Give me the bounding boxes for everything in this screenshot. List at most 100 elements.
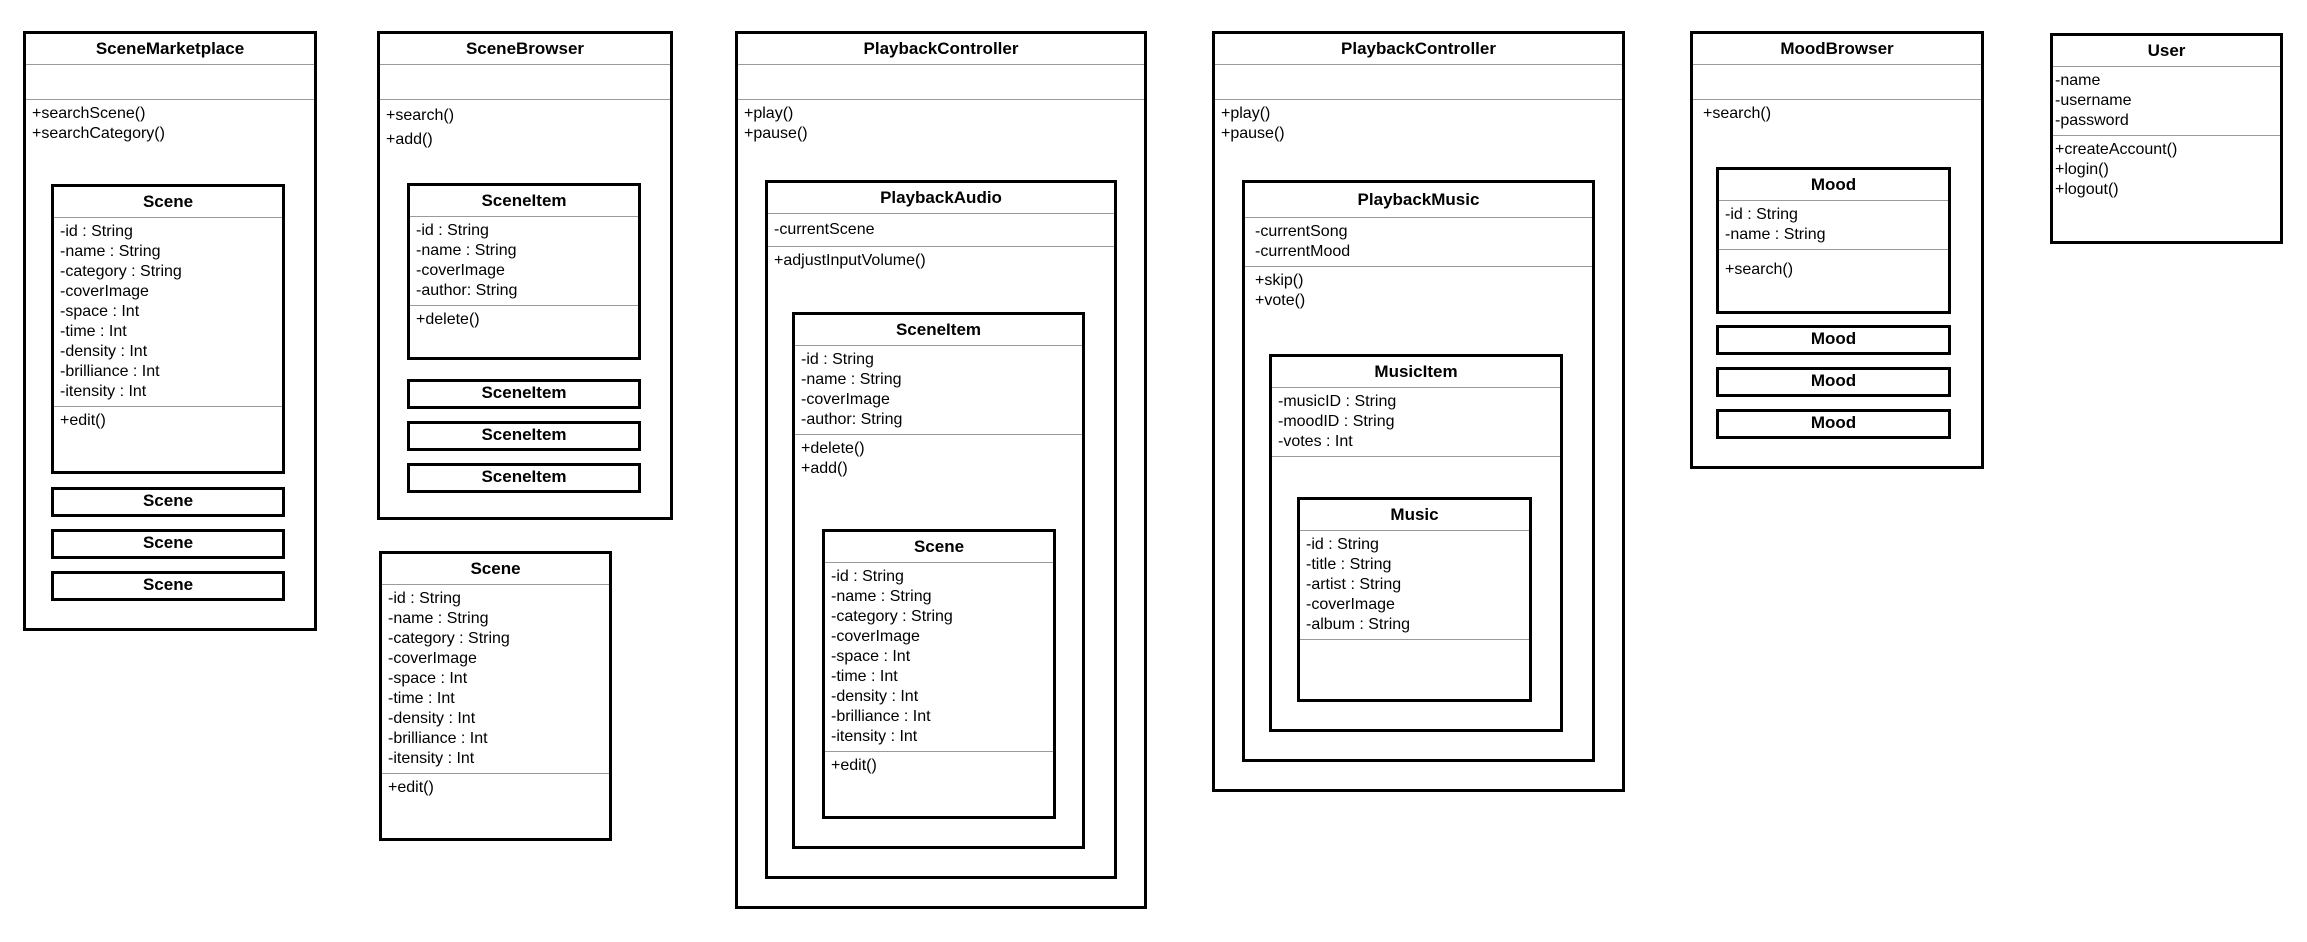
attribute: -itensity : Int xyxy=(60,383,147,400)
attribute: -time : Int xyxy=(831,668,898,685)
attribute: -author: String xyxy=(801,411,903,428)
attribute: -id : String xyxy=(1725,206,1798,223)
class-title: MusicItem xyxy=(1272,357,1560,388)
class-music: Music -id : String -title : String -arti… xyxy=(1297,497,1532,702)
attributes-section: -id : String -name : String xyxy=(1719,201,1948,249)
methods-section: +play() +pause() xyxy=(1215,99,1622,148)
class-scene-item: SceneItem -id : String -name : String -c… xyxy=(407,183,641,360)
attribute: -moodID : String xyxy=(1278,413,1395,430)
methods-section: +searchScene() +searchCategory() xyxy=(26,99,314,148)
methods-section xyxy=(1272,456,1560,457)
attribute: -musicID : String xyxy=(1278,393,1397,410)
attributes-section xyxy=(26,65,314,99)
attributes-section: -musicID : String -moodID : String -vote… xyxy=(1272,388,1560,456)
attribute: -category : String xyxy=(388,630,510,647)
attributes-section xyxy=(380,65,670,99)
attributes-section: -name -username -password xyxy=(2053,67,2280,135)
class-scene: Scene -id : String -name : String -categ… xyxy=(822,529,1056,819)
method: +search() xyxy=(1703,105,1772,122)
class-scene: Scene -id : String -name : String -categ… xyxy=(379,551,612,841)
attribute: -currentScene xyxy=(774,221,875,238)
class-title: SceneBrowser xyxy=(380,34,670,65)
class-mood: Mood -id : String -name : String +search… xyxy=(1716,167,1951,314)
method: +delete() xyxy=(416,311,480,328)
methods-section: +edit() xyxy=(54,406,282,435)
attributes-section: -id : String -name : String -category : … xyxy=(382,585,609,773)
methods-section: +search() xyxy=(1719,249,1948,284)
attribute: -itensity : Int xyxy=(831,728,918,745)
attribute: -category : String xyxy=(831,608,953,625)
class-title: PlaybackController xyxy=(1215,34,1622,65)
attribute: -coverImage xyxy=(416,262,505,279)
class-title: SceneItem xyxy=(795,315,1082,346)
class-stub-scene-item: SceneItem xyxy=(407,379,641,409)
class-title: SceneMarketplace xyxy=(26,34,314,65)
attribute: -password xyxy=(2055,112,2129,129)
attribute: -space : Int xyxy=(60,303,140,320)
method: +login() xyxy=(2055,161,2109,178)
attributes-section: -id : String -title : String -artist : S… xyxy=(1300,531,1529,639)
method: +vote() xyxy=(1255,292,1306,309)
class-stub-scene: Scene xyxy=(51,487,285,517)
attributes-section: -id : String -name : String -coverImage … xyxy=(410,217,638,305)
attribute: -album : String xyxy=(1306,616,1411,633)
method: +pause() xyxy=(744,125,808,142)
attribute: -coverImage xyxy=(1306,596,1395,613)
attribute: -coverImage xyxy=(801,391,890,408)
methods-section: +search() xyxy=(1693,99,1981,128)
attribute: -votes : Int xyxy=(1278,433,1353,450)
class-title: PlaybackAudio xyxy=(768,183,1114,214)
attribute: -username xyxy=(2055,92,2132,109)
methods-section: +search() +add() xyxy=(380,99,670,156)
method: +adjustInputVolume() xyxy=(774,252,926,269)
attribute: -name : String xyxy=(388,610,489,627)
method: +edit() xyxy=(388,779,434,796)
class-stub-scene-item: SceneItem xyxy=(407,463,641,493)
class-title: MoodBrowser xyxy=(1693,34,1981,65)
attribute: -brilliance : Int xyxy=(60,363,160,380)
attribute: -artist : String xyxy=(1306,576,1402,593)
class-title: Scene xyxy=(54,187,282,218)
attribute: -time : Int xyxy=(60,323,127,340)
method: +skip() xyxy=(1255,272,1304,289)
class-stub-scene-item: SceneItem xyxy=(407,421,641,451)
methods-section: +delete() +add() xyxy=(795,434,1082,483)
attribute: -density : Int xyxy=(388,710,476,727)
class-stub-scene: Scene xyxy=(51,529,285,559)
method: +searchCategory() xyxy=(32,125,165,142)
method: +searchScene() xyxy=(32,105,146,122)
method: +createAccount() xyxy=(2055,141,2178,158)
methods-section xyxy=(1300,639,1529,640)
attribute: -id : String xyxy=(1306,536,1379,553)
methods-section: +edit() xyxy=(825,751,1053,780)
attribute: -coverImage xyxy=(388,650,477,667)
attribute: -name : String xyxy=(416,242,517,259)
class-title: SceneItem xyxy=(410,186,638,217)
method: +play() xyxy=(1221,105,1271,122)
class-title: Mood xyxy=(1719,170,1948,201)
attribute: -brilliance : Int xyxy=(388,730,488,747)
method: +search() xyxy=(386,107,455,124)
attributes-section: -id : String -name : String -category : … xyxy=(54,218,282,406)
methods-section: +edit() xyxy=(382,773,609,802)
class-title: Music xyxy=(1300,500,1529,531)
methods-section: +adjustInputVolume() xyxy=(768,246,1114,275)
class-title: Scene xyxy=(382,554,609,585)
attribute: -currentMood xyxy=(1255,243,1351,260)
class-title: Scene xyxy=(825,532,1053,563)
methods-section: +createAccount() +login() +logout() xyxy=(2053,135,2280,204)
method: +edit() xyxy=(60,412,106,429)
class-user: User -name -username -password +createAc… xyxy=(2050,33,2283,244)
attribute: -density : Int xyxy=(60,343,148,360)
attributes-section: -currentSong -currentMood xyxy=(1245,218,1592,266)
methods-section: +play() +pause() xyxy=(738,99,1144,148)
method: +search() xyxy=(1725,261,1794,278)
attribute: -id : String xyxy=(831,568,904,585)
method: +logout() xyxy=(2055,181,2119,198)
attribute: -brilliance : Int xyxy=(831,708,931,725)
class-title: PlaybackController xyxy=(738,34,1144,65)
method: +edit() xyxy=(831,757,877,774)
class-stub-scene: Scene xyxy=(51,571,285,601)
attribute: -space : Int xyxy=(388,670,468,687)
